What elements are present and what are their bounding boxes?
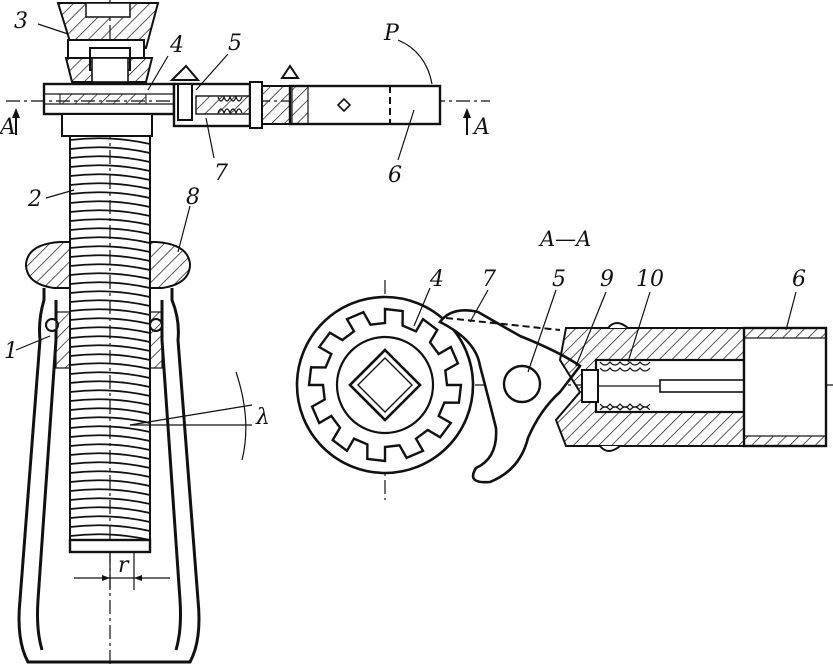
ratchet-wheel-part: [295, 295, 475, 475]
label-part-9: 9: [600, 267, 614, 292]
screw-thread-line: [69, 497, 151, 505]
screw-thread-line: [69, 335, 151, 343]
section-arrow-left: [12, 108, 20, 135]
label-radius-r: r: [118, 553, 130, 578]
handle-tube-top: [261, 64, 442, 126]
screw-thread-line: [69, 443, 151, 451]
label-section-a-left: A: [0, 115, 16, 140]
label-part-1: 1: [4, 339, 18, 364]
label-part-4-section: 4: [429, 267, 444, 292]
leader-10: [627, 291, 651, 363]
section-aa-view: [295, 280, 833, 500]
screw-thread-line: [69, 218, 151, 226]
force-p-leader: [397, 39, 433, 85]
jack-body-part: [17, 288, 201, 664]
screw-thread-line: [69, 344, 151, 352]
screw-thread-line: [69, 317, 151, 325]
screw-thread-line: [69, 461, 151, 469]
screw-thread-line: [69, 380, 151, 388]
screw-thread-line: [69, 137, 151, 145]
label-part-6-top: 6: [388, 163, 402, 188]
leader-5a: [195, 53, 229, 91]
label-part-6-section: 6: [792, 267, 806, 292]
radius-dimension: [74, 552, 170, 590]
screw-thread-line: [69, 452, 151, 460]
label-part-8: 8: [186, 185, 200, 210]
label-section-a-right: A: [472, 115, 490, 140]
screw-thread-line: [69, 353, 151, 361]
leader-3: [37, 23, 69, 35]
jack-elevation-view: [6, 0, 490, 667]
screw-thread-line: [69, 533, 151, 541]
helix-angle-marker: [129, 371, 253, 461]
screw-thread-line: [69, 182, 151, 190]
screw-thread-line: [69, 308, 151, 316]
leader-4a: [147, 55, 169, 91]
screw-thread-line: [69, 362, 151, 370]
jack-cap-part: [56, 1, 160, 83]
screw-thread-line: [69, 398, 151, 406]
screw-thread-line: [69, 407, 151, 415]
leader-7a: [205, 117, 215, 159]
label-part-5-section: 5: [552, 267, 566, 292]
screw-thread-line: [69, 155, 151, 163]
screw-thread-line: [69, 245, 151, 253]
leader-2: [45, 189, 75, 199]
label-part-2: 2: [27, 187, 42, 212]
screw-thread-line: [69, 299, 151, 307]
screw-thread-line: [69, 488, 151, 496]
label-section-aa: A—A: [538, 227, 591, 251]
lead-screw-part: [68, 136, 152, 554]
leader-5b: [527, 289, 557, 373]
ratchet-head-part: [42, 82, 176, 137]
screw-thread-line: [69, 236, 151, 244]
label-lambda: λ: [255, 405, 270, 430]
label-part-7-top: 7: [214, 161, 228, 186]
label-part-5-top: 5: [228, 31, 242, 56]
screw-thread-line: [69, 326, 151, 334]
screw-thread-line: [69, 506, 151, 514]
screw-thread-line: [69, 416, 151, 424]
leader-1: [15, 335, 51, 351]
screw-thread-line: [69, 425, 151, 433]
screw-thread-line: [69, 227, 151, 235]
screw-thread-line: [69, 371, 151, 379]
leader-9: [575, 291, 607, 367]
arm-housing: [554, 322, 746, 452]
handle-tube-section: [742, 326, 828, 448]
screw-thread-line: [69, 272, 151, 280]
screw-thread-line: [69, 200, 151, 208]
screw-thread-line: [69, 434, 151, 442]
label-part-3: 3: [14, 9, 28, 34]
label-part-7-section: 7: [482, 267, 496, 292]
nut-collar-part: [24, 241, 192, 289]
leader-7b: [469, 289, 489, 323]
leader-4b: [413, 287, 431, 327]
screw-thread-line: [69, 263, 151, 271]
screw-thread-line: [69, 281, 151, 289]
screw-thread-line: [69, 209, 151, 217]
screw-thread-line: [69, 164, 151, 172]
leader-8: [177, 205, 191, 253]
label-part-10: 10: [636, 267, 664, 292]
section-arrow-right: [463, 108, 471, 135]
screw-thread-line: [69, 524, 151, 532]
label-part-4-top: 4: [169, 33, 184, 58]
label-force-p: P: [383, 21, 400, 46]
screw-thread-line: [69, 290, 151, 298]
screw-thread-line: [69, 389, 151, 397]
screw-thread-line: [69, 173, 151, 181]
screw-thread-line: [69, 470, 151, 478]
screw-thread-line: [69, 191, 151, 199]
leader-6a: [397, 109, 415, 161]
leader-6b: [785, 291, 797, 331]
screw-thread-line: [69, 515, 151, 523]
pawl-housing: [169, 64, 263, 129]
screw-thread-line: [69, 254, 151, 262]
screw-thread-line: [69, 479, 151, 487]
screw-thread-line: [69, 146, 151, 154]
